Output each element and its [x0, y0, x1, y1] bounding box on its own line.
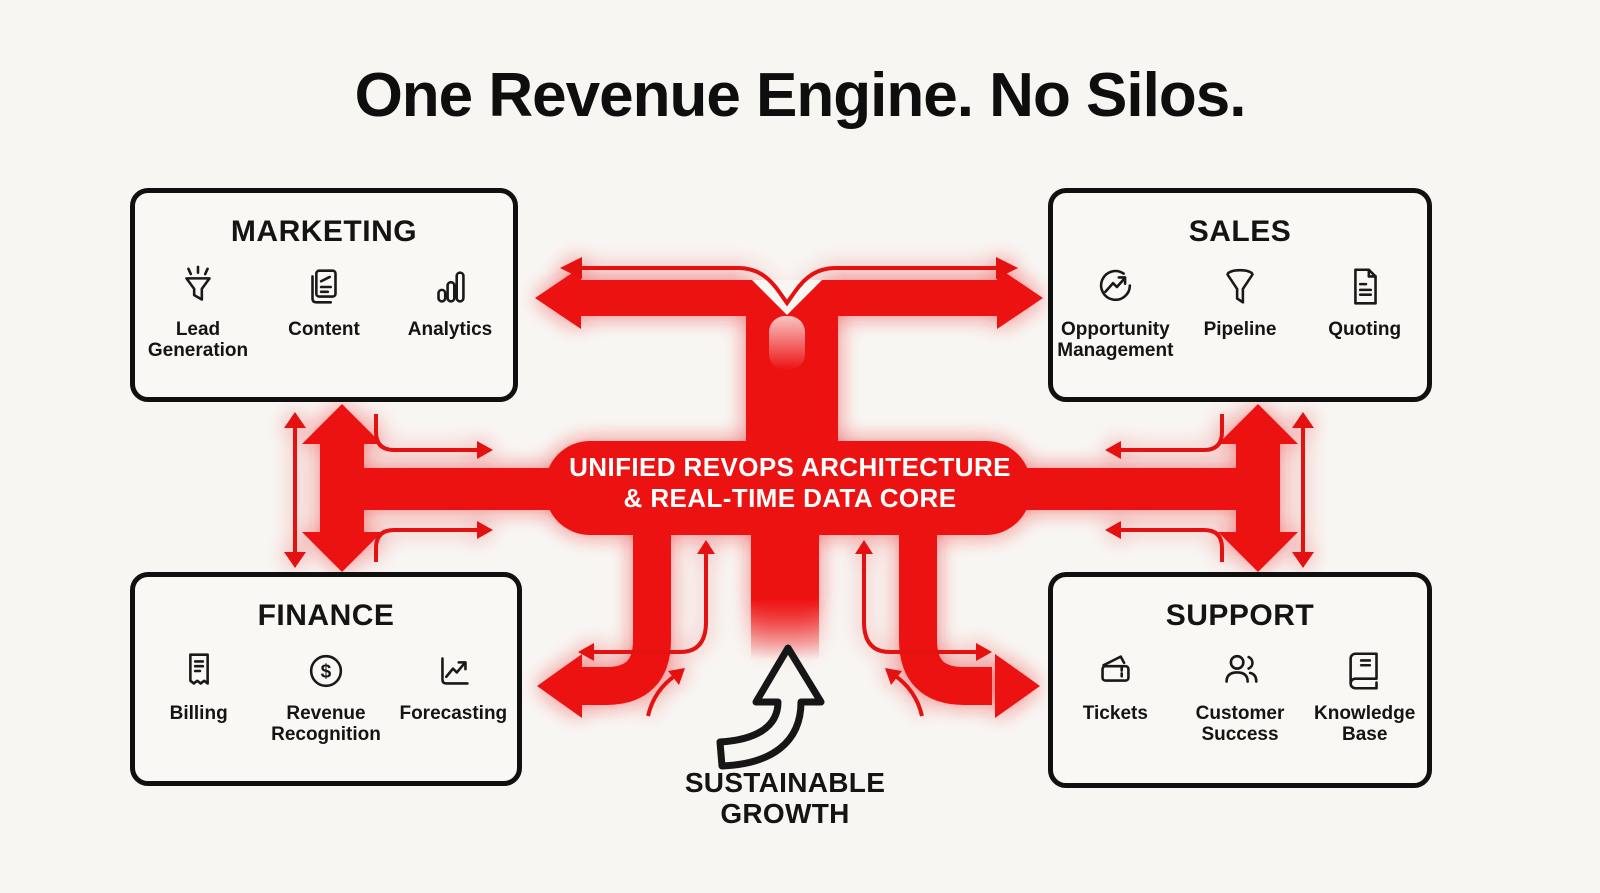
finance-box-title: FINANCE [257, 599, 395, 632]
core-label-line2: & REAL-TIME DATA CORE [623, 482, 957, 513]
marketing-item-lead-generation: Lead Generation [135, 261, 261, 362]
core-label: UNIFIED REVOPS ARCHITECTURE & REAL-TIME … [490, 452, 1090, 513]
item-label: Billing [169, 703, 228, 724]
revenue-recognition-icon: $ [303, 645, 349, 697]
knowledge-base-icon [1342, 645, 1388, 697]
finance-item-billing: Billing [135, 645, 262, 724]
quoting-icon [1342, 261, 1388, 313]
item-label: Content [288, 319, 360, 340]
core-label-line1: UNIFIED REVOPS ARCHITECTURE [569, 452, 1011, 482]
support-item-tickets: Tickets [1053, 645, 1178, 724]
support-box-title: SUPPORT [1165, 599, 1315, 632]
sales-item-opportunity-management: Opportunity Management [1053, 261, 1178, 362]
item-label: Forecasting [399, 703, 508, 724]
sales-box-title: SALES [1188, 215, 1292, 248]
pipeline-icon [1217, 261, 1263, 313]
item-label: Lead Generation [147, 319, 249, 362]
sales-item-pipeline: Pipeline [1178, 261, 1303, 340]
growth-label-line1: SUSTAINABLE [684, 767, 886, 798]
item-label: Customer Success [1195, 703, 1285, 746]
support-box: SUPPORT Tickets Customer Succ [1048, 572, 1432, 788]
item-label: Quoting [1328, 319, 1402, 340]
analytics-icon [427, 261, 473, 313]
content-icon [301, 261, 347, 313]
growth-arrow-icon [716, 644, 825, 770]
billing-icon [176, 645, 222, 697]
item-label: Pipeline [1203, 319, 1277, 340]
opportunity-management-icon [1092, 261, 1138, 313]
marketing-item-content: Content [261, 261, 387, 340]
item-label: Tickets [1082, 703, 1148, 724]
marketing-box: MARKETING Lead Generation Content [130, 188, 518, 402]
item-label: Knowledge Base [1314, 703, 1416, 746]
item-label: Analytics [407, 319, 493, 340]
growth-label-line2: GROWTH [720, 797, 850, 829]
page-title: One Revenue Engine. No Silos. [354, 61, 1247, 130]
marketing-box-title: MARKETING [230, 215, 418, 248]
finance-item-forecasting: Forecasting [390, 645, 517, 724]
customer-success-icon [1217, 645, 1263, 697]
support-item-knowledge-base: Knowledge Base [1302, 645, 1427, 746]
tickets-icon [1092, 645, 1138, 697]
forecasting-icon [430, 645, 476, 697]
growth-label: SUSTAINABLE GROWTH [635, 767, 935, 830]
finance-item-revenue-recognition: $ Revenue Recognition [262, 645, 389, 746]
lead-generation-icon [175, 261, 221, 313]
item-label: Revenue Recognition [271, 703, 381, 746]
sales-box: SALES Opportunity Management Pipeline [1048, 188, 1432, 402]
sales-item-quoting: Quoting [1302, 261, 1427, 340]
marketing-item-analytics: Analytics [387, 261, 513, 340]
item-label: Opportunity Management [1057, 319, 1174, 362]
support-item-customer-success: Customer Success [1178, 645, 1303, 746]
finance-box: FINANCE Billing $ Revenue Recognition [130, 572, 522, 786]
svg-text:$: $ [321, 662, 332, 683]
